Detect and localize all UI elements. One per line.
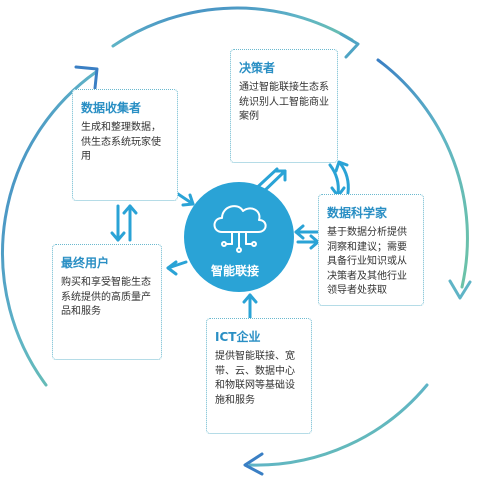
ring-arc-right bbox=[376, 58, 469, 289]
node-data-scientist-title: 数据科学家 bbox=[327, 206, 388, 220]
node-decision-maker: 决策者 通过智能联接生态系统识别人工智能商业案例 bbox=[230, 49, 338, 163]
arrowhead-enduser-to-collector bbox=[122, 204, 138, 215]
outer-cycle-ring bbox=[1, 6, 469, 467]
arrowhead-scientist-to-hub bbox=[294, 224, 305, 240]
arrowhead-scientist-to-decision bbox=[334, 160, 349, 173]
ring-arc-bottom bbox=[248, 383, 429, 467]
ring-arc-top bbox=[111, 6, 354, 48]
hub bbox=[184, 182, 294, 292]
node-data-scientist-body: 基于数据分析提供洞察和建议；需要具备行业知识或从决策者及其他行业领导者处获取 bbox=[327, 227, 407, 296]
arrowhead-ict-to-hub bbox=[242, 293, 258, 304]
ring-arrowhead-right bbox=[448, 279, 472, 300]
arrow-collector-to-hub bbox=[173, 190, 195, 206]
node-end-user: 最终用户 购买和享受智能生态系统提供的高质量产品和服务 bbox=[52, 244, 162, 360]
hub-label: 智能联接 bbox=[210, 264, 259, 278]
node-data-scientist: 数据科学家 基于数据分析提供洞察和建议；需要具备行业知识或从决策者及其他行业领导… bbox=[318, 194, 424, 306]
arrow-scientist-to-decision bbox=[338, 161, 350, 195]
ring-arrowhead-top bbox=[339, 32, 360, 59]
node-ict-enterprise: ICT企业 提供智能联接、宽带、云、数据中心和物联网等基础设施和服务 bbox=[206, 318, 312, 434]
ring-arrowhead-left bbox=[74, 65, 99, 90]
ring-arrowheads bbox=[74, 32, 472, 476]
node-data-collector: 数据收集者 生成和整理数据，供生态系统玩家使用 bbox=[72, 89, 178, 201]
cloud-network-icon bbox=[213, 205, 267, 253]
ring-arc-left bbox=[1, 70, 98, 387]
node-ict-enterprise-title: ICT企业 bbox=[215, 330, 261, 344]
node-data-collector-body: 生成和整理数据，供生态系统玩家使用 bbox=[81, 122, 161, 162]
node-decision-maker-body: 通过智能联接生态系统识别人工智能商业案例 bbox=[239, 82, 329, 122]
node-decision-maker-title: 决策者 bbox=[239, 61, 276, 75]
ring-arrowhead-bottom bbox=[243, 452, 264, 476]
node-data-collector-title: 数据收集者 bbox=[81, 101, 142, 115]
node-ict-enterprise-body: 提供智能联接、宽带、云、数据中心和物联网等基础设施和服务 bbox=[215, 351, 295, 406]
arrowhead-hub-to-enduser bbox=[166, 260, 178, 276]
node-end-user-body: 购买和享受智能生态系统提供的高质量产品和服务 bbox=[61, 277, 151, 317]
arrowhead-collector-to-enduser bbox=[110, 231, 126, 242]
node-end-user-title: 最终用户 bbox=[61, 256, 110, 270]
arrowhead-collector-to-hub bbox=[181, 193, 195, 207]
arrow-decision-to-scientist bbox=[328, 163, 340, 196]
arrowhead-hub-to-decision bbox=[274, 169, 287, 182]
